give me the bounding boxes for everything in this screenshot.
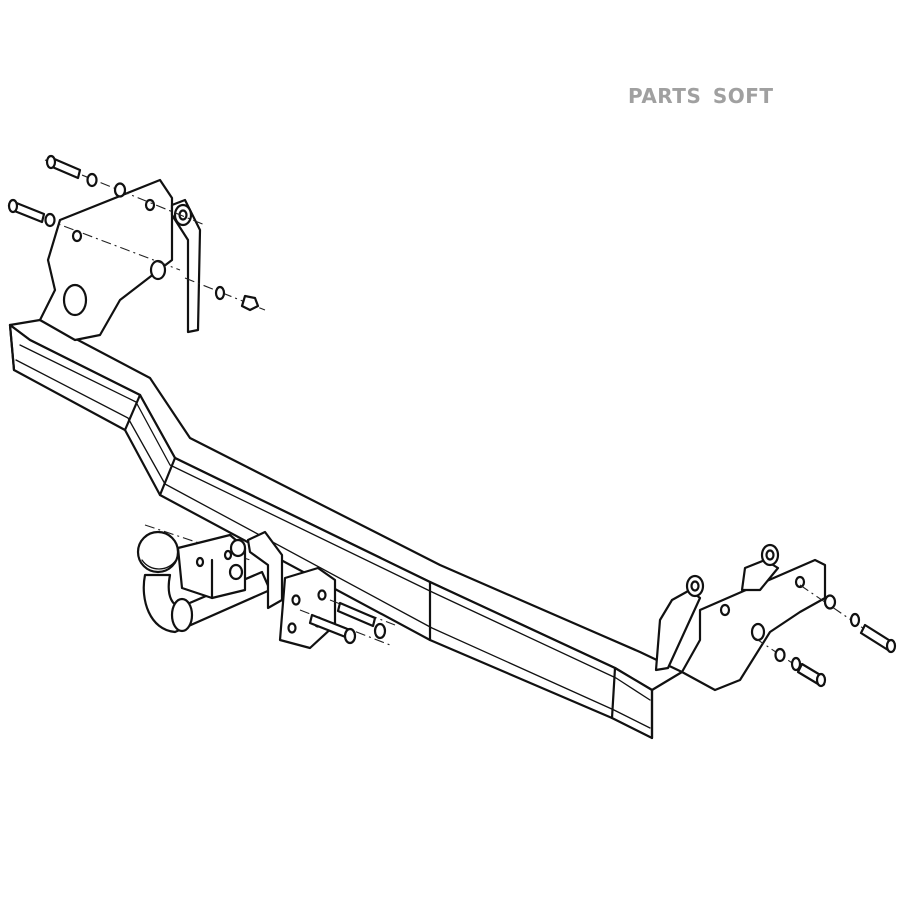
left-side-nut-set [184,277,266,312]
right-mounting-plate [654,543,827,692]
left-lower-bolt-set [7,198,181,271]
left-mounting-plate [38,178,202,342]
center-bolt-set [299,599,396,646]
right-upper-bolt-set [799,584,897,654]
watermark-label: PARTS SOFT [628,84,774,108]
left-upper-bolt-set [44,154,206,226]
right-lower-bolt-set [754,637,827,688]
crossbar-beam [8,318,684,740]
center-mount-plate [278,566,337,650]
tow-ball-assembly [136,524,284,634]
